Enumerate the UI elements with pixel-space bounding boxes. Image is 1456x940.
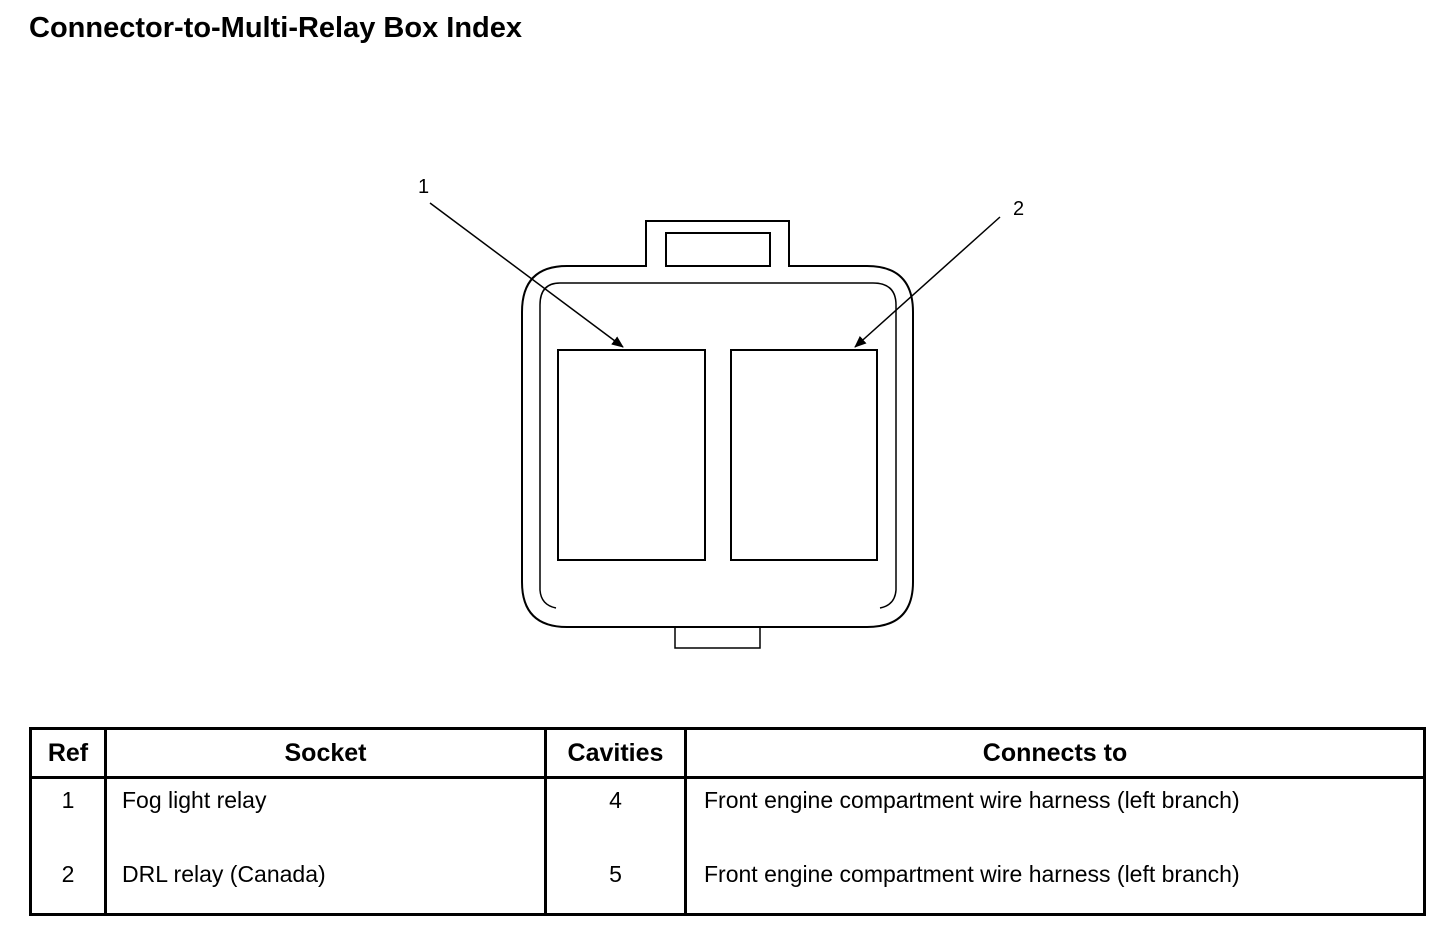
cell-ref: 1 <box>61 787 75 813</box>
table-header-row: Ref Socket Cavities Connects to <box>30 728 1425 779</box>
header-connects-to: Connects to <box>684 728 1425 779</box>
callout-2-leader <box>854 216 1001 348</box>
relay-box-connector-diagram: 1 2 <box>418 176 1024 649</box>
connector-index-table: Ref Socket Cavities Connects to 1 Fog li… <box>29 727 1426 916</box>
cell-cavities: 5 <box>544 852 686 915</box>
header-socket: Socket <box>104 728 546 779</box>
callout-1-leader <box>429 202 624 348</box>
cell-cavities: 4 <box>544 777 686 852</box>
header-ref: Ref <box>30 728 106 779</box>
cell-ref: 2 <box>61 861 75 887</box>
header-cavities: Cavities <box>544 728 686 779</box>
callout-1-label: 1 <box>418 176 429 198</box>
socket-1 <box>557 349 706 561</box>
table-row: 2 DRL relay (Canada) 5 Front engine comp… <box>31 852 1425 915</box>
locking-tab-window <box>665 232 771 267</box>
page-title: Connector-to-Multi-Relay Box Index <box>29 12 523 44</box>
socket-2 <box>730 349 878 561</box>
cell-socket: Fog light relay <box>104 777 546 852</box>
cell-socket: DRL relay (Canada) <box>104 852 546 915</box>
cell-connects-to: Front engine compartment wire harness (l… <box>684 777 1425 852</box>
callout-2-label: 2 <box>1013 198 1024 220</box>
cell-connects-to: Front engine compartment wire harness (l… <box>684 852 1425 915</box>
table-row: 1 Fog light relay 4 Front engine compart… <box>31 777 1425 852</box>
connector-housing <box>521 220 914 628</box>
bottom-key-tab <box>674 627 761 649</box>
connector-inner-outline <box>539 282 897 609</box>
